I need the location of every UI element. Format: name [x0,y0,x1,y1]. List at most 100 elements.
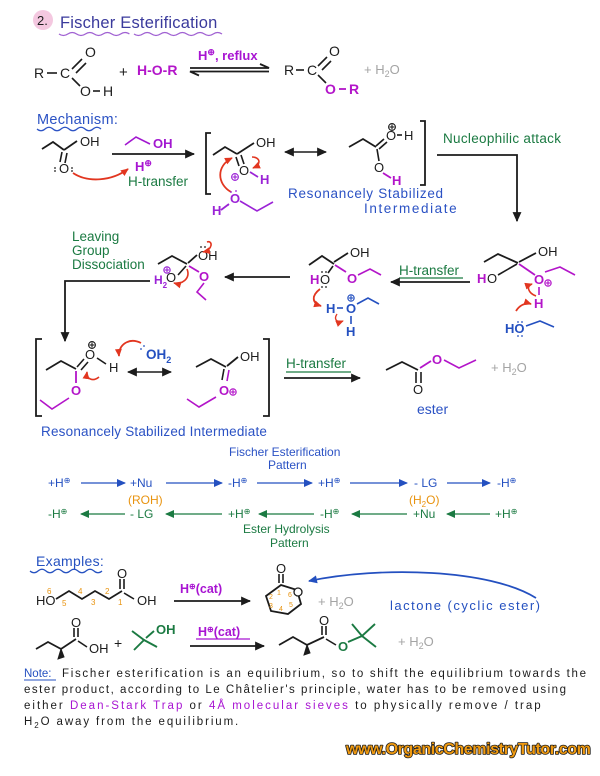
svg-text:- LG: - LG [130,507,153,521]
svg-text:O: O [230,191,240,206]
svg-text:R: R [349,81,359,97]
svg-text:+H⊕: +H⊕ [48,476,70,490]
svg-text:+: + [114,635,122,651]
svg-text:1: 1 [277,590,281,597]
svg-text:H⊕, reflux: H⊕, reflux [198,47,258,63]
svg-text:O: O [346,301,356,316]
svg-text:H: H [477,271,486,286]
svg-text:H⊕(cat): H⊕(cat) [198,625,240,639]
svg-text:+H⊕: +H⊕ [318,476,340,490]
svg-text:H: H [404,128,413,143]
svg-text:2.: 2. [37,13,48,28]
svg-text:OH: OH [153,136,173,151]
svg-text:H2O away from the equilibriu: H2O away from the equilibrium. [24,716,240,730]
svg-text:5: 5 [289,602,293,609]
svg-text:OH: OH [240,349,260,364]
svg-text:O: O [347,271,357,286]
svg-text:OH: OH [137,593,157,608]
svg-text:H: H [103,83,113,99]
svg-text:OH: OH [80,134,100,149]
svg-text:O: O [413,382,423,397]
svg-text:Ester Hydrolysis: Ester Hydrolysis [243,522,330,536]
svg-text:-H⊕: -H⊕ [320,507,339,521]
svg-text:Fischer Esterification: Fischer Esterification [60,14,218,32]
svg-text:6: 6 [288,592,292,599]
svg-text:OH: OH [538,244,558,259]
svg-text:C: C [307,62,317,78]
svg-text:O: O [320,272,330,287]
svg-text:Examples:: Examples: [36,553,104,569]
svg-text:Fischer Esterification: Fischer Esterification [229,445,340,459]
svg-text:lactone (cyclic ester): lactone (cyclic ester) [390,598,541,613]
svg-text:HO: HO [505,321,525,336]
svg-text:www.OrganicChemistryTutor.com: www.OrganicChemistryTutor.com [345,741,591,758]
svg-text:3: 3 [91,598,96,607]
svg-text:H: H [346,324,355,339]
svg-text:Resonancely Stabilized: Resonancely Stabilized [288,186,444,201]
svg-text:O: O [219,383,229,398]
svg-text:1: 1 [118,598,123,607]
svg-text:C: C [60,65,70,81]
svg-text:3: 3 [269,603,273,610]
svg-text:OH2: OH2 [146,347,171,365]
svg-text:+ H2O: + H2O [364,62,400,79]
svg-text:R: R [284,62,294,78]
svg-text:O: O [325,81,336,97]
svg-text:2: 2 [105,587,110,596]
svg-text:(H2O): (H2O) [409,493,439,509]
svg-text:+: + [119,64,128,81]
svg-text:+ H2O: + H2O [398,634,434,651]
svg-text:+Nu: +Nu [130,476,152,490]
svg-text:O: O [386,128,396,143]
svg-text:4: 4 [279,606,283,613]
svg-text:OH: OH [156,622,176,637]
svg-text:H⊕(cat): H⊕(cat) [180,582,222,596]
svg-text:+H⊕: +H⊕ [228,507,250,521]
svg-text:O: O [329,43,340,59]
svg-text:OH: OH [350,245,370,260]
svg-text:Dissociation: Dissociation [72,257,145,272]
svg-text:H: H [534,296,543,311]
svg-text:Fischer esterification is an e: Fischer esterification is an equilibrium… [62,668,588,680]
svg-text:O: O [276,561,286,576]
svg-text:Intermediate: Intermediate [364,201,458,216]
svg-text:O: O [71,615,81,630]
svg-text:O: O [80,83,91,99]
svg-text:O: O [199,269,209,284]
svg-text:Pattern: Pattern [270,536,309,550]
svg-text:ester: ester [417,401,448,417]
svg-text:H: H [260,172,269,187]
svg-text:+ H2O: + H2O [491,360,527,377]
svg-text:-H⊕: -H⊕ [228,476,247,490]
svg-text:R: R [34,65,44,81]
svg-text:H: H [392,173,401,188]
svg-text:O: O [71,383,81,398]
svg-text:O: O [487,271,497,286]
svg-text:O: O [239,163,249,178]
svg-text:O: O [85,44,96,60]
svg-text:HO: HO [36,593,56,608]
svg-text:Group: Group [72,243,110,258]
svg-text:Resonancely Stabilized Inter: Resonancely Stabilized Intermediate [41,424,267,439]
svg-text:5: 5 [62,599,67,608]
svg-text:(ROH): (ROH) [128,493,163,507]
svg-text:+H⊕: +H⊕ [495,507,517,521]
svg-text:O: O [166,270,176,285]
svg-text:H: H [109,360,118,375]
svg-text:Note:: Note: [24,668,52,680]
svg-text:H: H [310,272,319,287]
svg-text:O: O [338,639,348,654]
svg-text:Leaving: Leaving [72,229,119,244]
svg-text:O: O [59,161,69,176]
svg-text:+ H2O: + H2O [318,594,354,611]
svg-text:H-transfer: H-transfer [399,263,460,278]
svg-text:- LG: - LG [414,476,437,490]
svg-text:O: O [432,352,442,367]
svg-text:H: H [326,301,335,316]
svg-text:Nucleophilic attack: Nucleophilic attack [443,131,561,146]
svg-text:2: 2 [269,594,273,601]
svg-text:-H⊕: -H⊕ [48,507,67,521]
svg-text:O: O [534,272,544,287]
svg-text:O: O [319,613,329,628]
svg-text:OH: OH [256,135,276,150]
